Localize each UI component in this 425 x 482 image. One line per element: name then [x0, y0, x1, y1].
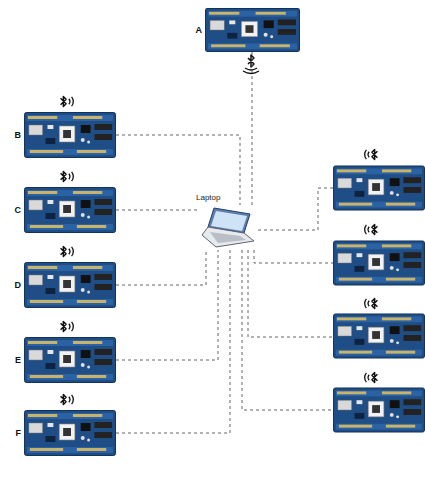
usb-wire: [258, 188, 333, 230]
laptop-node: Laptop: [200, 205, 258, 250]
dev-board-node: C: [24, 187, 116, 233]
usb-wire: [248, 250, 333, 337]
board-picture: [24, 410, 116, 456]
board-letter: C: [15, 206, 22, 215]
dev-board-node: A: [205, 8, 300, 52]
usb-wire: [116, 210, 200, 211]
dev-board-node: F: [24, 410, 116, 456]
usb-wire: [254, 250, 333, 263]
usb-wire: [116, 250, 230, 433]
bluetooth-icon: [61, 394, 74, 404]
bluetooth-icon: [365, 372, 378, 382]
board-letter: D: [15, 281, 22, 290]
board-picture: [24, 112, 116, 158]
bluetooth-icon: [365, 298, 378, 308]
device-label: Laptop: [196, 194, 220, 202]
dev-board: [333, 314, 424, 358]
usb-wire: [116, 135, 240, 205]
board-picture: [24, 187, 116, 233]
board-letter: B: [15, 131, 22, 140]
usb-wire: [116, 250, 218, 360]
bluetooth-icon: [365, 149, 378, 159]
usb-wire: [242, 250, 333, 410]
dev-board-node: E: [24, 337, 116, 383]
laptop-picture: [200, 205, 258, 250]
bluetooth-icon: [61, 96, 74, 106]
bluetooth-icon: [61, 246, 74, 256]
board-letter: F: [16, 429, 22, 438]
dev-board: [333, 166, 424, 210]
dev-board: [333, 241, 424, 285]
usb-wire: [116, 250, 206, 285]
board-picture: [24, 337, 116, 383]
dev-board-node: B: [24, 112, 116, 158]
dev-board-node: D: [24, 262, 116, 308]
bluetooth-icon: [365, 224, 378, 234]
board-letter: E: [15, 356, 21, 365]
board-picture: [24, 262, 116, 308]
bluetooth-icon: [243, 55, 259, 74]
usb-wire: [252, 52, 253, 205]
bluetooth-icon: [61, 321, 74, 331]
board-picture: [205, 8, 300, 52]
bluetooth-icon: [61, 171, 74, 181]
dev-board: [333, 388, 424, 432]
board-letter: A: [196, 26, 203, 35]
